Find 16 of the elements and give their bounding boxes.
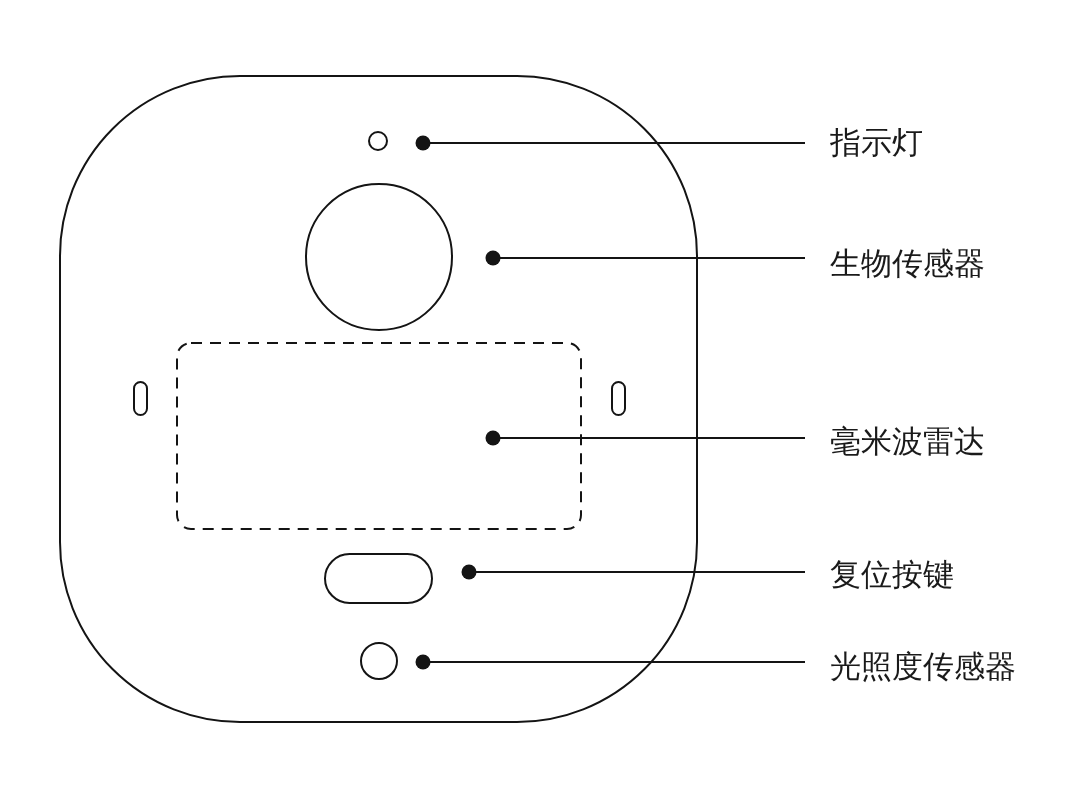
leader-line — [415, 135, 806, 151]
indicator-light — [368, 131, 388, 151]
device-body — [59, 75, 698, 723]
leader-line — [415, 654, 806, 670]
leader-line — [485, 250, 806, 266]
biosensor — [305, 183, 453, 331]
reset-button — [324, 553, 433, 604]
callout-label: 生物传感器 — [830, 245, 985, 281]
callout-label: 复位按键 — [830, 556, 954, 592]
callout-label: 光照度传感器 — [830, 648, 1016, 684]
leader-line — [461, 564, 806, 580]
radar-area — [176, 342, 582, 530]
light-sensor — [360, 642, 398, 680]
callout-label: 毫米波雷达 — [830, 423, 985, 459]
leader-line — [485, 430, 806, 446]
callout-label: 指示灯 — [830, 124, 923, 160]
